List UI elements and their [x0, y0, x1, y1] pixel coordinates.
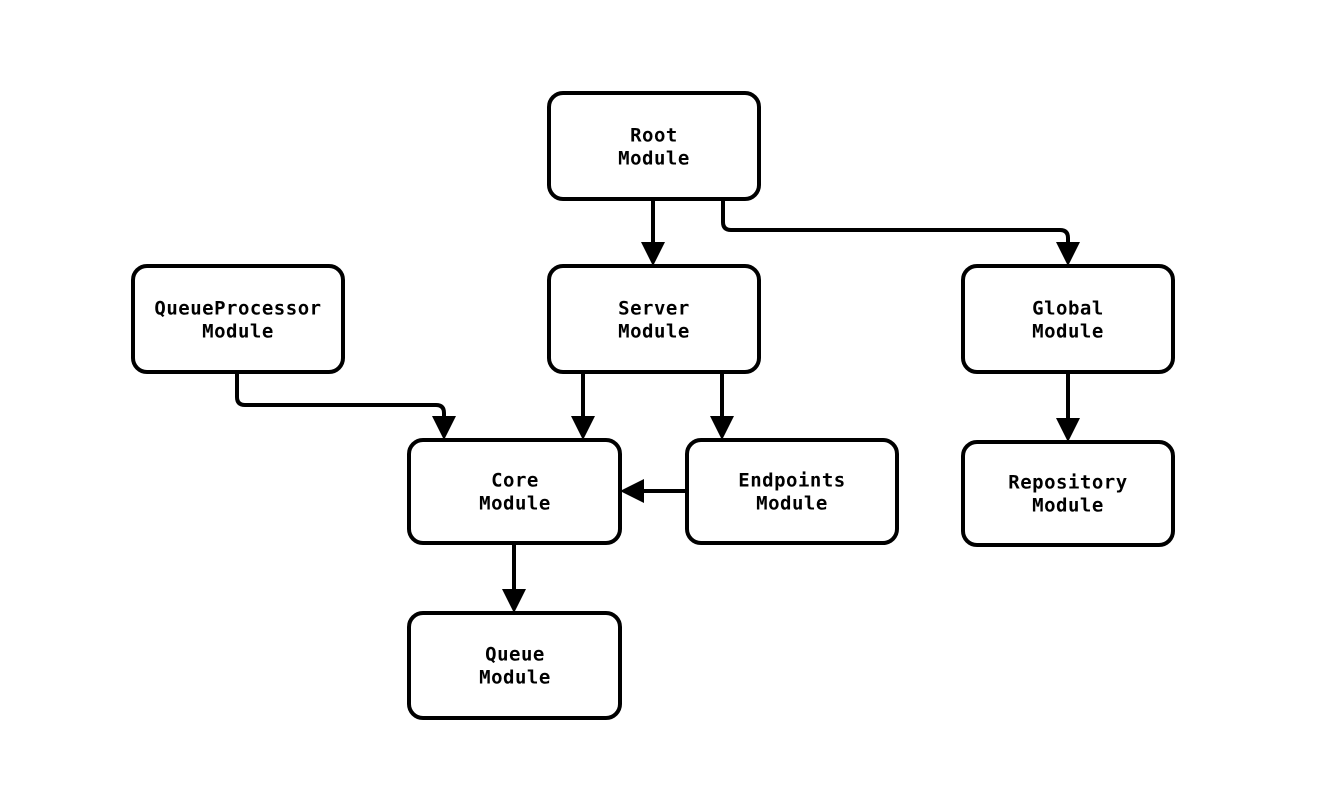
node-queueprocessor-module-box[interactable] — [131, 264, 345, 374]
node-queue-module-label-line2: Module — [479, 667, 551, 689]
node-global-module-label-line1: Global — [1032, 298, 1104, 320]
edge-root-to-server — [641, 199, 665, 266]
edge-queueprocessor-to-core — [235, 372, 456, 440]
edge-server-to-core — [571, 372, 595, 440]
edge-core-to-queue — [502, 543, 526, 613]
node-root-module-label-line1: Root — [630, 125, 678, 147]
node-root-module-box[interactable] — [547, 91, 761, 201]
node-core-module-box[interactable] — [407, 438, 622, 545]
edge-endpoints-to-core — [620, 479, 687, 503]
node-queue-module-label-line1: Queue — [485, 644, 545, 666]
node-server-module-label-line2: Module — [618, 321, 690, 343]
edges-layer — [235, 199, 1080, 613]
node-queueprocessor-module-label-line1: QueueProcessor — [154, 298, 321, 320]
node-repository-module-label-line2: Module — [1032, 495, 1104, 517]
node-endpoints-module[interactable]: Endpoints Module — [685, 438, 899, 545]
edge-root-to-global — [721, 199, 1080, 266]
node-repository-module-label-line1: Repository — [1008, 472, 1127, 494]
edge-global-to-repository — [1056, 372, 1080, 442]
edge-endpoints-to-core-arrowhead — [620, 479, 644, 503]
edge-queueprocessor-to-core-line — [235, 372, 446, 426]
node-endpoints-module-label-line2: Module — [756, 493, 828, 515]
edge-server-to-endpoints-arrowhead — [710, 416, 734, 440]
node-server-module-label-line1: Server — [618, 298, 690, 320]
node-server-module[interactable]: Server Module — [547, 264, 761, 374]
node-endpoints-module-box[interactable] — [685, 438, 899, 545]
node-repository-module[interactable]: Repository Module — [961, 440, 1175, 547]
node-root-module-label-line2: Module — [618, 148, 690, 170]
node-global-module-box[interactable] — [961, 264, 1175, 374]
edge-global-to-repository-arrowhead — [1056, 418, 1080, 442]
edge-server-to-endpoints — [710, 372, 734, 440]
edge-core-to-queue-arrowhead — [502, 589, 526, 613]
node-queue-module[interactable]: Queue Module — [407, 611, 622, 720]
edge-queueprocessor-to-core-arrowhead — [432, 416, 456, 440]
edge-root-to-global-line — [721, 199, 1070, 252]
node-repository-module-box[interactable] — [961, 440, 1175, 547]
node-global-module[interactable]: Global Module — [961, 264, 1175, 374]
node-server-module-box[interactable] — [547, 264, 761, 374]
node-root-module[interactable]: Root Module — [547, 91, 761, 201]
edge-root-to-server-arrowhead — [641, 242, 665, 266]
edge-root-to-global-arrowhead — [1056, 242, 1080, 266]
node-core-module[interactable]: Core Module — [407, 438, 622, 545]
nodes-layer: Root Module QueueProcessor Module Server… — [131, 91, 1175, 720]
node-queueprocessor-module[interactable]: QueueProcessor Module — [131, 264, 345, 374]
node-endpoints-module-label-line1: Endpoints — [738, 470, 845, 492]
edge-server-to-core-arrowhead — [571, 416, 595, 440]
node-global-module-label-line2: Module — [1032, 321, 1104, 343]
node-core-module-label-line2: Module — [479, 493, 551, 515]
node-core-module-label-line1: Core — [491, 470, 539, 492]
node-queue-module-box[interactable] — [407, 611, 622, 720]
node-queueprocessor-module-label-line2: Module — [202, 321, 274, 343]
